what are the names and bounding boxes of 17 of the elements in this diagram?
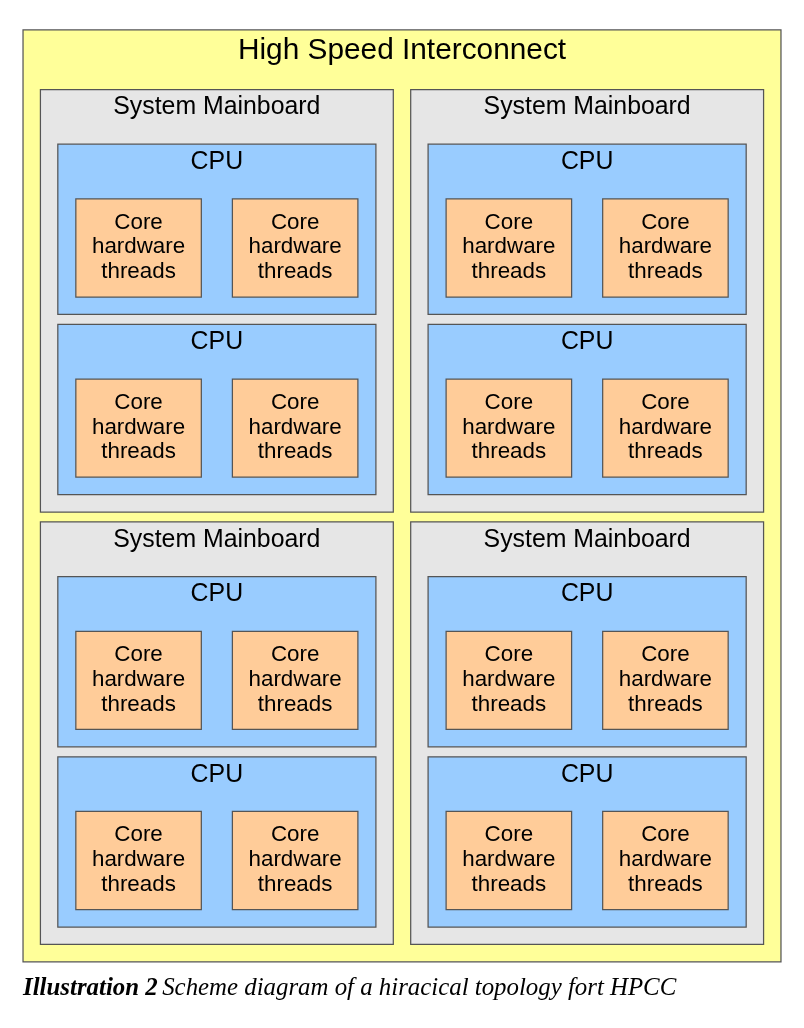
node-box: Core hardware threads — [75, 197, 202, 298]
node-box: Core hardware threads — [445, 810, 573, 910]
node-box: Core hardware threads — [75, 630, 202, 730]
node-box: Core hardware threads — [231, 377, 359, 478]
node-box: Core hardware threads — [602, 810, 729, 910]
node-box: Core hardware threads — [445, 197, 573, 298]
caption: Illustration 2 Scheme diagram of a hiracical topology fort HPCC — [23, 972, 677, 1000]
node-box: Core hardware threads — [75, 810, 202, 910]
node-box: Core hardware threads — [445, 377, 573, 478]
node-box: Core hardware threads — [231, 810, 359, 910]
node-box: Core hardware threads — [445, 630, 573, 730]
node-box: Core hardware threads — [602, 377, 729, 478]
node-box: Core hardware threads — [231, 630, 359, 730]
node-box: Core hardware threads — [75, 377, 202, 478]
node-box: Core hardware threads — [602, 197, 729, 298]
node-box: Core hardware threads — [231, 197, 359, 298]
node-box: Core hardware threads — [602, 630, 729, 730]
